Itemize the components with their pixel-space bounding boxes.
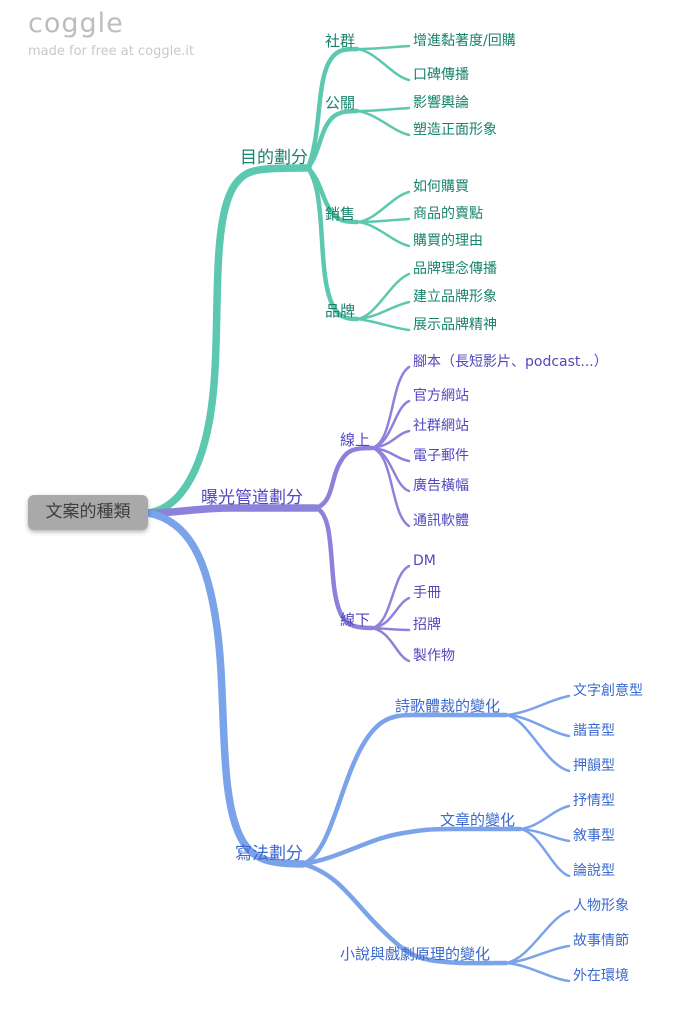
node-argumentative[interactable]: 論說型	[573, 863, 615, 879]
edge-brand-spirit	[355, 317, 411, 332]
edge-writing-novel	[300, 861, 509, 966]
node-environment[interactable]: 外在環境	[573, 968, 629, 984]
edge-purpose-brand	[305, 165, 360, 322]
node-brand[interactable]: 品牌	[325, 302, 356, 320]
edge-sales-how-to-buy	[355, 190, 411, 224]
node-offline[interactable]: 線下	[340, 611, 371, 629]
node-opinion[interactable]: 影響輿論	[413, 95, 469, 111]
node-plot[interactable]: 故事情節	[573, 933, 629, 949]
node-rhyme[interactable]: 押韻型	[573, 758, 615, 774]
edge-root-writing	[144, 509, 307, 868]
node-social[interactable]: 社群	[325, 32, 356, 50]
node-sales[interactable]: 銷售	[325, 205, 356, 223]
edge-online-script	[370, 365, 411, 450]
edge-offline-production	[370, 626, 411, 663]
root-node[interactable]: 文案的種類	[28, 495, 148, 531]
node-reasons-to-buy[interactable]: 購買的理由	[413, 233, 483, 249]
edge-online-messaging	[370, 446, 411, 528]
node-official-site[interactable]: 官方網站	[413, 388, 469, 404]
edge-writing-poetry	[300, 712, 509, 867]
node-brand-spirit[interactable]: 展示品牌精神	[413, 317, 497, 333]
node-social-site[interactable]: 社群網站	[413, 418, 469, 434]
node-positive-image[interactable]: 塑造正面形象	[413, 122, 497, 138]
edge-social-retention	[355, 44, 411, 51]
node-selling-points[interactable]: 商品的賣點	[413, 206, 483, 222]
node-script[interactable]: 腳本（長短影片、podcast...）	[413, 354, 608, 370]
edge-article-lyric	[518, 804, 571, 831]
node-email[interactable]: 電子郵件	[413, 448, 469, 464]
coggle-logo: coggle	[28, 8, 124, 39]
node-novel[interactable]: 小說與戲劇原理的變化	[340, 945, 491, 963]
node-brand-idea[interactable]: 品牌理念傳播	[413, 261, 497, 277]
node-ad-banner[interactable]: 廣告橫幅	[413, 478, 469, 494]
node-lyric[interactable]: 抒情型	[573, 793, 615, 809]
edge-purpose-pr	[305, 108, 360, 171]
edge-pr-opinion	[355, 106, 411, 113]
node-retention[interactable]: 增進黏著度/回購	[413, 33, 516, 49]
edge-offline-booklet	[370, 596, 411, 630]
edge-poetry-rhyme	[504, 713, 571, 773]
edge-purpose-social	[305, 46, 360, 171]
node-purpose[interactable]: 目的劃分	[240, 148, 308, 168]
edge-channel-offline	[313, 505, 375, 631]
node-production[interactable]: 製作物	[413, 648, 455, 664]
edge-writing-article	[300, 826, 523, 867]
node-channel[interactable]: 曝光管道劃分	[201, 488, 303, 508]
node-booklet[interactable]: 手冊	[413, 585, 441, 601]
node-wom[interactable]: 口碑傳播	[413, 67, 469, 83]
node-homophone[interactable]: 諧音型	[573, 723, 615, 739]
node-brand-image[interactable]: 建立品牌形象	[413, 289, 497, 305]
edge-social-wom	[355, 47, 411, 82]
edge-offline-dm	[370, 564, 411, 630]
node-narrative[interactable]: 敘事型	[573, 828, 615, 844]
node-poetry[interactable]: 詩歌體裁的變化	[395, 697, 501, 715]
node-article[interactable]: 文章的變化	[440, 811, 516, 829]
edge-channel-online	[313, 445, 375, 511]
edge-pr-positive-image	[355, 109, 411, 137]
node-online[interactable]: 線上	[340, 431, 371, 449]
node-pr[interactable]: 公關	[325, 94, 356, 112]
node-dm[interactable]: DM	[413, 553, 436, 569]
node-signboard[interactable]: 招牌	[413, 617, 441, 633]
node-creative-text[interactable]: 文字創意型	[573, 683, 643, 699]
edge-online-social-site	[370, 429, 411, 450]
edge-root-purpose	[144, 164, 312, 517]
node-messaging[interactable]: 通訊軟體	[413, 513, 469, 529]
edge-novel-environment	[504, 961, 571, 983]
node-characters[interactable]: 人物形象	[573, 898, 629, 914]
node-writing[interactable]: 寫法劃分	[235, 844, 303, 864]
edge-article-argumentative	[518, 827, 571, 878]
edge-purpose-sales	[305, 165, 360, 225]
coggle-tagline: made for free at coggle.it	[28, 44, 195, 59]
edge-novel-plot	[504, 944, 571, 965]
node-how-to-buy[interactable]: 如何購買	[413, 179, 469, 195]
edge-poetry-creative-text	[504, 694, 571, 717]
edge-novel-characters	[504, 909, 571, 965]
edge-poetry-homophone	[504, 713, 571, 738]
edge-sales-reasons-to-buy	[355, 220, 411, 248]
